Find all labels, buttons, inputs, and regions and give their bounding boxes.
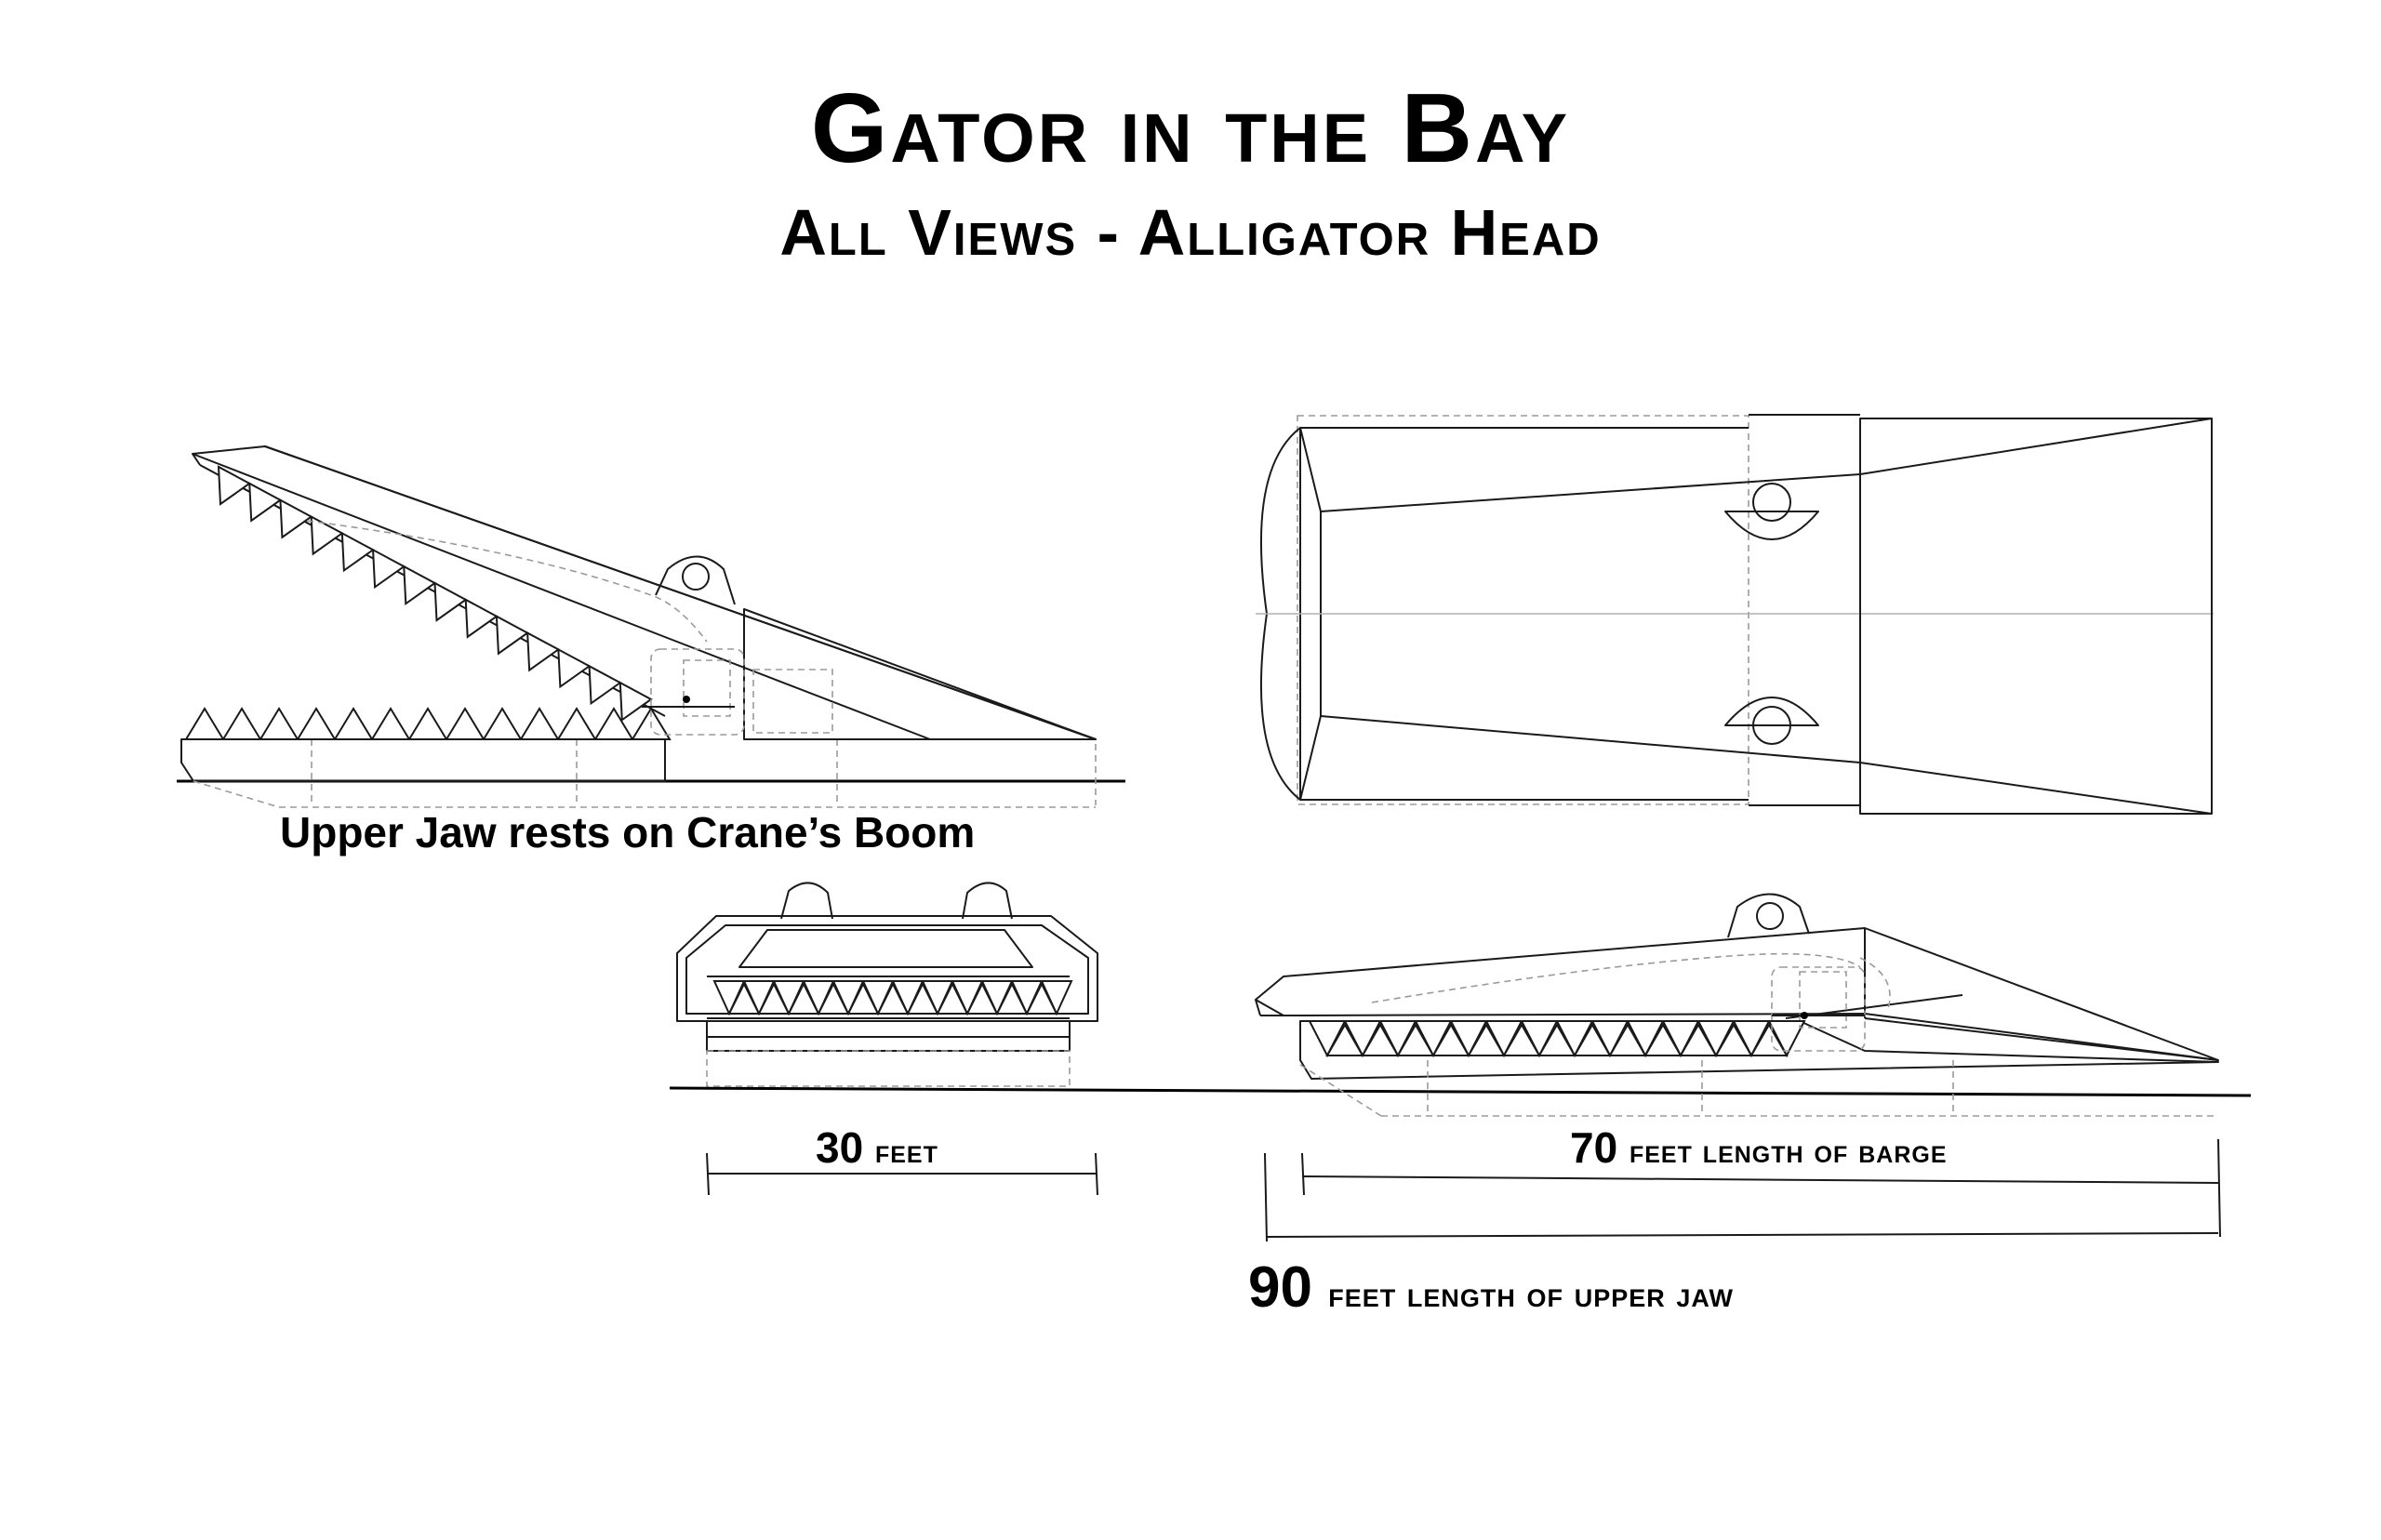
lower-tooth (221, 707, 262, 740)
lower-tooth (333, 707, 374, 740)
lower-jaw-barge (180, 738, 666, 782)
water-line (669, 1086, 2252, 1097)
dimension-30ft-label: 30 feet (816, 1122, 938, 1173)
upper-tooth (557, 647, 592, 689)
lifting-eye (655, 555, 736, 605)
lower-tooth (556, 707, 597, 740)
head-wedge (743, 608, 1097, 740)
dimension-70ft-label: 70 feet length of barge (1570, 1122, 1948, 1173)
drawing-title: Gator in the Bay (810, 73, 1571, 183)
side-view-caption: Upper Jaw rests on Crane’s Boom (280, 808, 976, 856)
dimension-90ft (1264, 1152, 2219, 1242)
lower-tooth (519, 707, 560, 740)
upper-jaw-unit: feet length of upper jaw (1328, 1275, 1734, 1315)
front-view (676, 882, 1098, 1087)
barge-unit: feet length of barge (1629, 1133, 1948, 1170)
lower-tooth (593, 707, 634, 740)
eye-left (1752, 483, 1791, 522)
side-view-open-jaw (177, 445, 1125, 808)
upper-tooth (433, 581, 468, 622)
lower-tooth (370, 707, 411, 740)
closed-upper-tooth (1767, 1020, 1806, 1058)
front-teeth (712, 980, 1073, 1016)
front-eye-left (780, 882, 833, 920)
dimension-90ft-label: 90 feet length of upper jaw (1248, 1255, 1734, 1321)
front-upper-tooth (1040, 980, 1073, 1016)
dimension-30ft (706, 1152, 1098, 1196)
upper-tooth (279, 498, 313, 539)
rear-head (1859, 418, 2213, 815)
width-unit: feet (874, 1133, 938, 1170)
side-view-closed-jaw (1255, 893, 2219, 1117)
front-outline (676, 915, 1098, 1022)
upper-tooth (248, 482, 283, 523)
upper-tooth (371, 548, 406, 590)
upper-tooth (310, 514, 344, 556)
closed-teeth (1308, 1020, 1806, 1058)
upper-tooth (619, 681, 653, 723)
upper-tooth (464, 598, 499, 639)
lower-tooth (296, 707, 337, 740)
upper-tooth (403, 564, 437, 606)
lower-teeth (184, 707, 672, 740)
lower-tooth (184, 707, 225, 740)
upper-tooth (588, 664, 622, 706)
drawing-subtitle: All Views - Alligator Head (779, 196, 1602, 269)
closed-lifting-eye (1727, 893, 1810, 938)
upper-tooth (495, 614, 530, 656)
dimension-70ft (1301, 1138, 2221, 1238)
upper-tooth (526, 631, 561, 672)
lower-tooth (259, 707, 299, 740)
upper-tooth (340, 531, 375, 573)
lower-tooth (445, 707, 486, 740)
lower-tooth (482, 707, 523, 740)
barge-value: 70 (1570, 1123, 1618, 1172)
width-value: 30 (816, 1123, 864, 1172)
upper-jaw-value: 90 (1248, 1255, 1312, 1320)
lower-tooth (407, 707, 448, 740)
upper-teeth (217, 465, 653, 723)
top-view (1256, 414, 2214, 815)
front-eye-right (962, 882, 1013, 920)
upper-tooth (217, 465, 252, 506)
